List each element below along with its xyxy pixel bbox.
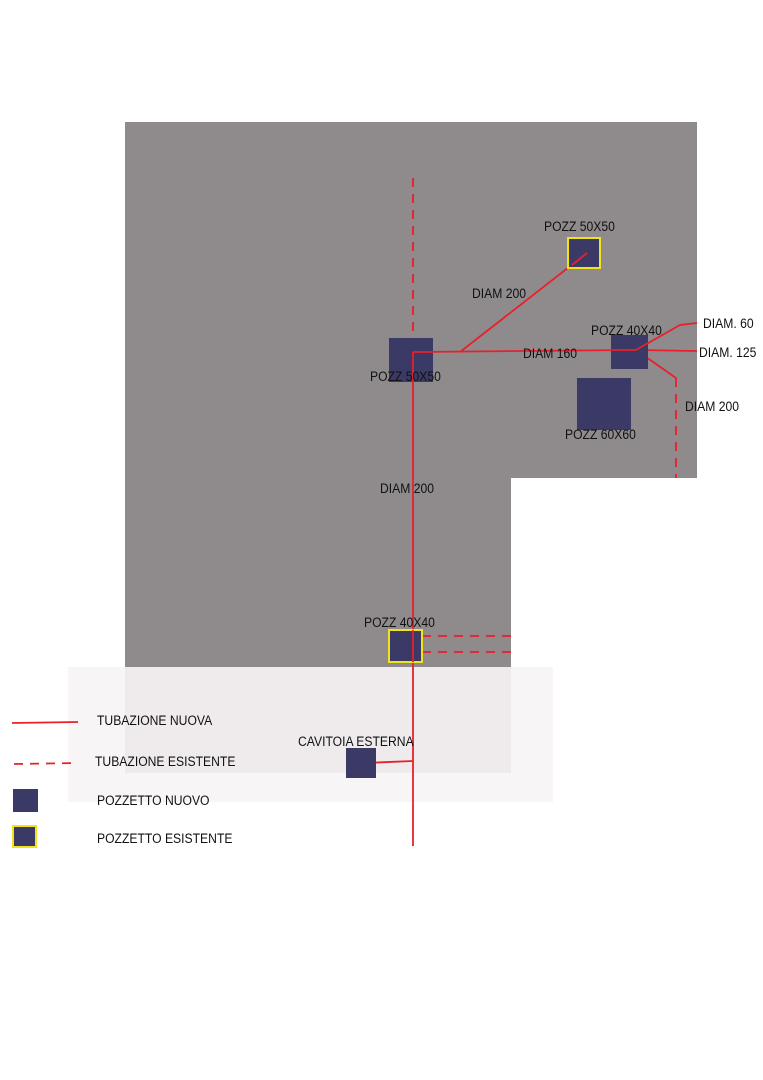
label-pozz-60: POZZ 60X60 [565, 427, 636, 442]
legend-existing-manhole-label: POZZETTO ESISTENTE [97, 831, 233, 846]
legend-existing-pipe-icon [13, 762, 79, 765]
label-diam-200-diagonal: DIAM 200 [472, 286, 527, 301]
label-diam-125: DIAM. 125 [699, 345, 757, 360]
legend-existing-pipe-label: TUBAZIONE ESISTENTE [95, 754, 236, 769]
label-diam-60: DIAM. 60 [703, 316, 754, 331]
legend-new-manhole-icon [13, 789, 38, 812]
label-cavitoia: CAVITOIA ESTERNA [298, 734, 414, 749]
cavitoia-manhole [346, 748, 376, 778]
legend-existing-manhole-icon [12, 825, 37, 848]
manhole-40x40-bottom-existing [388, 629, 423, 663]
legend-new-manhole-label: POZZETTO NUOVO [97, 793, 210, 808]
pipe-diam-60 [635, 322, 698, 351]
pipe-diam-160 [412, 349, 637, 353]
label-pozz-50-top: POZZ 50X50 [544, 219, 615, 234]
pipe-diam-200-diagonal [459, 252, 588, 353]
legend-new-pipe-icon [11, 721, 79, 724]
label-pozz-40-bottom: POZZ 40X40 [364, 615, 435, 630]
manhole-50x50-top-existing [567, 237, 601, 269]
label-pozz-40-right: POZZ 40X40 [591, 323, 662, 338]
legend-new-pipe-label: TUBAZIONE NUOVA [97, 713, 213, 728]
label-diam-200-main: DIAM 200 [380, 481, 435, 496]
manhole-40x40-right [611, 335, 648, 369]
label-diam-200-right: DIAM 200 [685, 399, 740, 414]
manhole-50x50-main [389, 338, 433, 382]
manhole-60x60 [577, 378, 631, 430]
outdoor-inner-area [125, 667, 511, 773]
label-diam-160: DIAM 160 [523, 346, 578, 361]
building-footprint [125, 122, 697, 667]
label-pozz-50-main: POZZ 50X50 [370, 369, 441, 384]
